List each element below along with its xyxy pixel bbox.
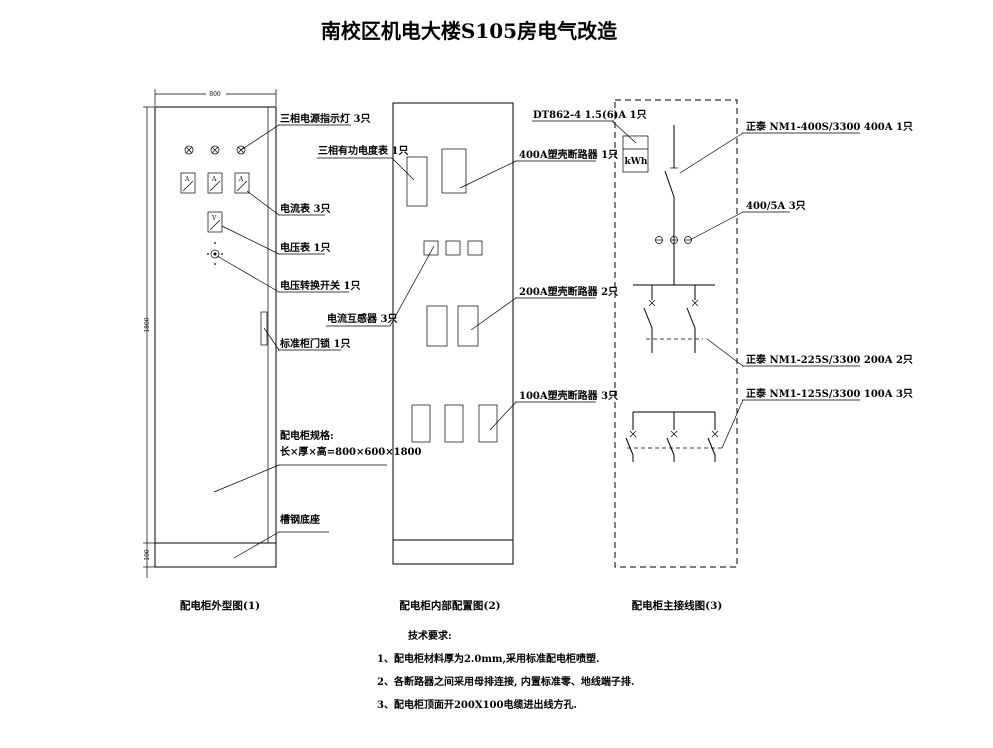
ct-box (423, 240, 439, 256)
fig3-main-wiring: kWh (532, 99, 913, 612)
svg-text:A: A (211, 176, 217, 183)
ammeter-icon: A A A (180, 172, 250, 194)
label-ct-ratio: 400/5A 3只 (746, 200, 806, 212)
note-item: 3、配电柜顶面开200X100电缆进出线方孔. (377, 698, 577, 711)
breaker-100a-box (411, 404, 431, 443)
dim-height: 1800 (144, 317, 151, 332)
technical-notes: 技术要求: 1、配电柜材料厚为2.0mm,采用标准配电柜喷塑. 2、各断路器之间… (377, 629, 634, 711)
label-channel-base: 槽钢底座 (280, 513, 320, 526)
label-breaker-100a: 100A塑壳断路器 3只 (519, 389, 618, 402)
kwh-label: kWh (625, 157, 648, 167)
breaker-100a-box (444, 404, 464, 443)
label-breaker-125: 正泰 NM1-125S/3300 100A 3只 (746, 387, 913, 400)
label-spec-heading: 配电柜规格: (280, 429, 334, 442)
dim-width: 800 (209, 91, 221, 98)
cabinet-internal-body (392, 102, 514, 565)
fig3-caption: 配电柜主接线图(3) (632, 599, 723, 612)
svg-text:V: V (211, 215, 217, 222)
fig1-cabinet-exterior: 800 1800 100 A A A V (143, 89, 422, 612)
breaker-200a-box (457, 305, 479, 347)
label-energy-meter: 三相有功电度表 1只 (318, 144, 408, 157)
ct-box (445, 240, 461, 256)
fig2-cabinet-internal: 三相有功电度表 1只 400A塑壳断路器 1只 电流互感器 3只 200A塑壳断… (317, 102, 618, 612)
kwh-meter-icon (622, 135, 649, 173)
label-voltmeter: 电压表 1只 (280, 241, 330, 254)
label-breaker-225: 正泰 NM1-225S/3300 200A 2只 (746, 353, 913, 366)
label-door-lock: 标准柜门锁 1只 (279, 337, 350, 350)
breaker-100a-box (478, 404, 498, 443)
breaker-100a-icon (707, 437, 716, 456)
note-item: 2、各断路器之间采用母排连接, 内置标准零、地线端子排. (377, 675, 634, 688)
breaker-200a-icon (643, 307, 653, 329)
notes-heading: 技术要求: (408, 629, 452, 642)
voltmeter-icon: V (207, 211, 223, 233)
label-meter-model: DT862-4 1.5(6)A 1只 (533, 109, 647, 121)
label-main-breaker: 正泰 NM1-400S/3300 400A 1只 (746, 120, 913, 133)
label-indicator-lamps: 三相电源指示灯 3只 (280, 112, 370, 125)
breaker-100a-icon (666, 437, 675, 456)
svg-text:A: A (184, 176, 190, 183)
fig1-caption: 配电柜外型图(1) (180, 599, 260, 612)
label-selector-switch: 电压转换开关 1只 (280, 279, 360, 292)
label-ct: 电流互感器 3只 (327, 312, 397, 325)
breaker-400a-box (441, 148, 467, 194)
energy-meter-box (406, 156, 428, 207)
cabinet-body (154, 106, 277, 568)
selector-switch-icon (207, 242, 223, 265)
drawing-title: 南校区机电大楼S105房电气改造 (321, 19, 618, 43)
fig2-caption: 配电柜内部配置图(2) (399, 599, 500, 612)
breaker-200a-box (426, 305, 448, 347)
label-spec-size: 长×厚×高=800×600×1800 (280, 445, 422, 458)
label-ammeters: 电流表 3只 (280, 202, 330, 215)
indicator-lamp-icon (184, 145, 246, 155)
svg-text:A: A (238, 176, 244, 183)
breaker-200a-icon (686, 307, 696, 329)
door-lock-icon (260, 311, 268, 346)
ct-box (467, 240, 483, 256)
wiring-frame (614, 99, 738, 568)
label-breaker-200a: 200A塑壳断路器 2只 (519, 285, 618, 298)
main-breaker-icon (664, 170, 675, 198)
dim-base: 100 (144, 549, 151, 561)
label-breaker-400a: 400A塑壳断路器 1只 (519, 148, 618, 161)
breaker-100a-icon (625, 437, 634, 456)
note-item: 1、配电柜材料厚为2.0mm,采用标准配电柜喷塑. (377, 652, 599, 665)
